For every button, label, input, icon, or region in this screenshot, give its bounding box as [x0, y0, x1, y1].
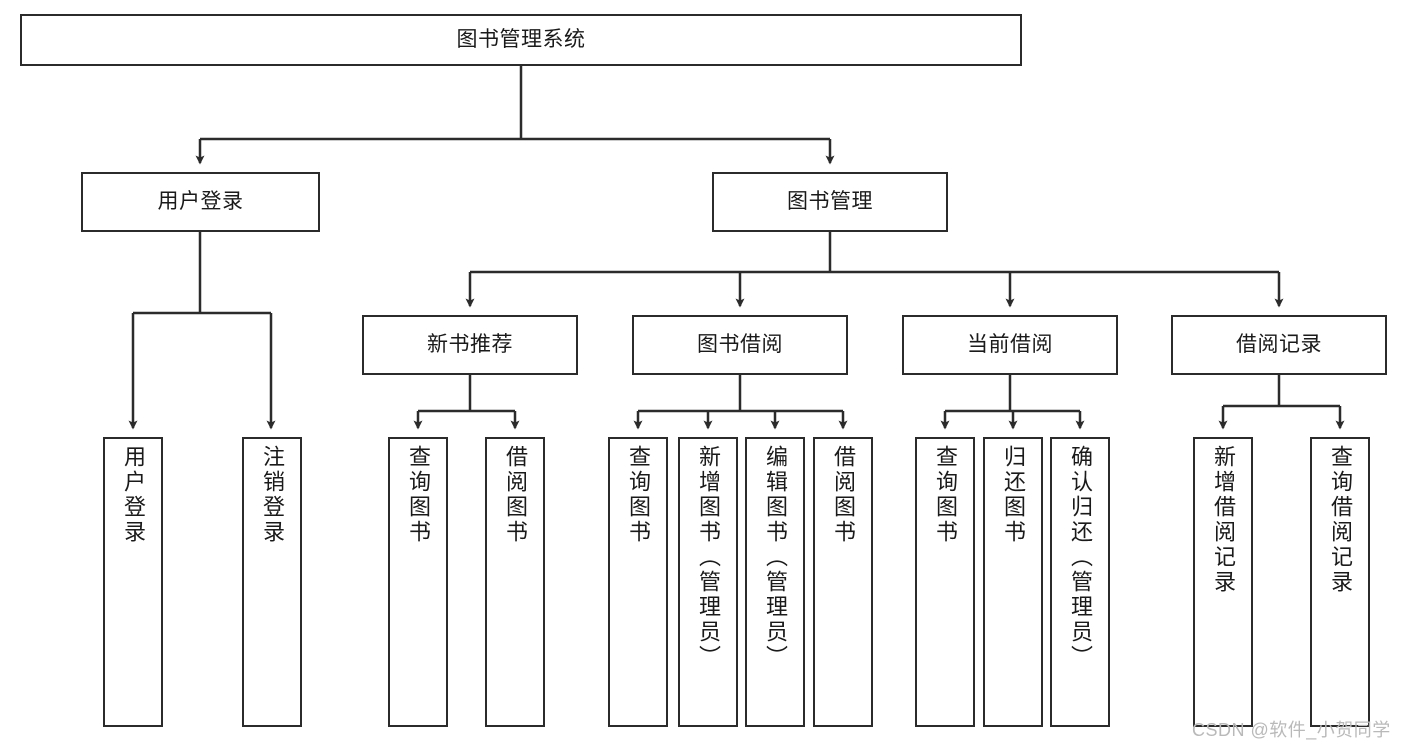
leaf-query-book-borrow-label: 查询图书: [626, 445, 651, 545]
node-new-book-recommend[interactable]: 新书推荐: [362, 315, 578, 375]
leaf-query-book-borrow[interactable]: 查询图书: [608, 437, 668, 727]
leaf-user-login[interactable]: 用户登录: [103, 437, 163, 727]
leaf-borrow-book-label: 借阅图书: [831, 445, 856, 545]
node-user-login[interactable]: 用户登录: [81, 172, 320, 232]
leaf-edit-book-label: 编辑图书（管理员）: [763, 445, 788, 670]
leaf-user-login-label: 用户登录: [121, 445, 146, 545]
leaf-add-book-label: 新增图书（管理员）: [696, 445, 721, 670]
leaf-add-borrow-record-label: 新增借阅记录: [1211, 445, 1236, 595]
leaf-query-borrow-record[interactable]: 查询借阅记录: [1310, 437, 1370, 727]
leaf-add-borrow-record[interactable]: 新增借阅记录: [1193, 437, 1253, 727]
node-new-book-recommend-label: 新书推荐: [427, 332, 513, 356]
node-current-borrow-label: 当前借阅: [967, 332, 1053, 356]
node-root-label: 图书管理系统: [456, 27, 586, 51]
node-book-borrow[interactable]: 图书借阅: [632, 315, 848, 375]
leaf-query-borrow-record-label: 查询借阅记录: [1328, 445, 1353, 595]
node-user-login-label: 用户登录: [157, 189, 244, 213]
leaf-query-book-current[interactable]: 查询图书: [915, 437, 975, 727]
leaf-logout-label: 注销登录: [260, 445, 285, 545]
leaf-add-book[interactable]: 新增图书（管理员）: [678, 437, 738, 727]
leaf-borrow-book-recommend[interactable]: 借阅图书: [485, 437, 545, 727]
node-book-manage-label: 图书管理: [787, 189, 873, 213]
leaf-confirm-return[interactable]: 确认归还（管理员）: [1050, 437, 1110, 727]
leaf-return-book[interactable]: 归还图书: [983, 437, 1043, 727]
leaf-query-book-recommend-label: 查询图书: [406, 445, 431, 545]
node-book-borrow-label: 图书借阅: [697, 332, 783, 356]
node-book-manage[interactable]: 图书管理: [712, 172, 948, 232]
node-root[interactable]: 图书管理系统: [20, 14, 1022, 66]
node-borrow-record-label: 借阅记录: [1236, 332, 1322, 356]
node-borrow-record[interactable]: 借阅记录: [1171, 315, 1387, 375]
csdn-watermark: CSDN @软件_小贺同学: [1192, 720, 1391, 740]
leaf-confirm-return-label: 确认归还（管理员）: [1068, 445, 1093, 670]
leaf-logout[interactable]: 注销登录: [242, 437, 302, 727]
leaf-query-book-recommend[interactable]: 查询图书: [388, 437, 448, 727]
leaf-borrow-book-recommend-label: 借阅图书: [503, 445, 528, 545]
leaf-query-book-current-label: 查询图书: [933, 445, 958, 545]
leaf-return-book-label: 归还图书: [1001, 445, 1026, 545]
node-current-borrow[interactable]: 当前借阅: [902, 315, 1118, 375]
leaf-borrow-book[interactable]: 借阅图书: [813, 437, 873, 727]
leaf-edit-book[interactable]: 编辑图书（管理员）: [745, 437, 805, 727]
